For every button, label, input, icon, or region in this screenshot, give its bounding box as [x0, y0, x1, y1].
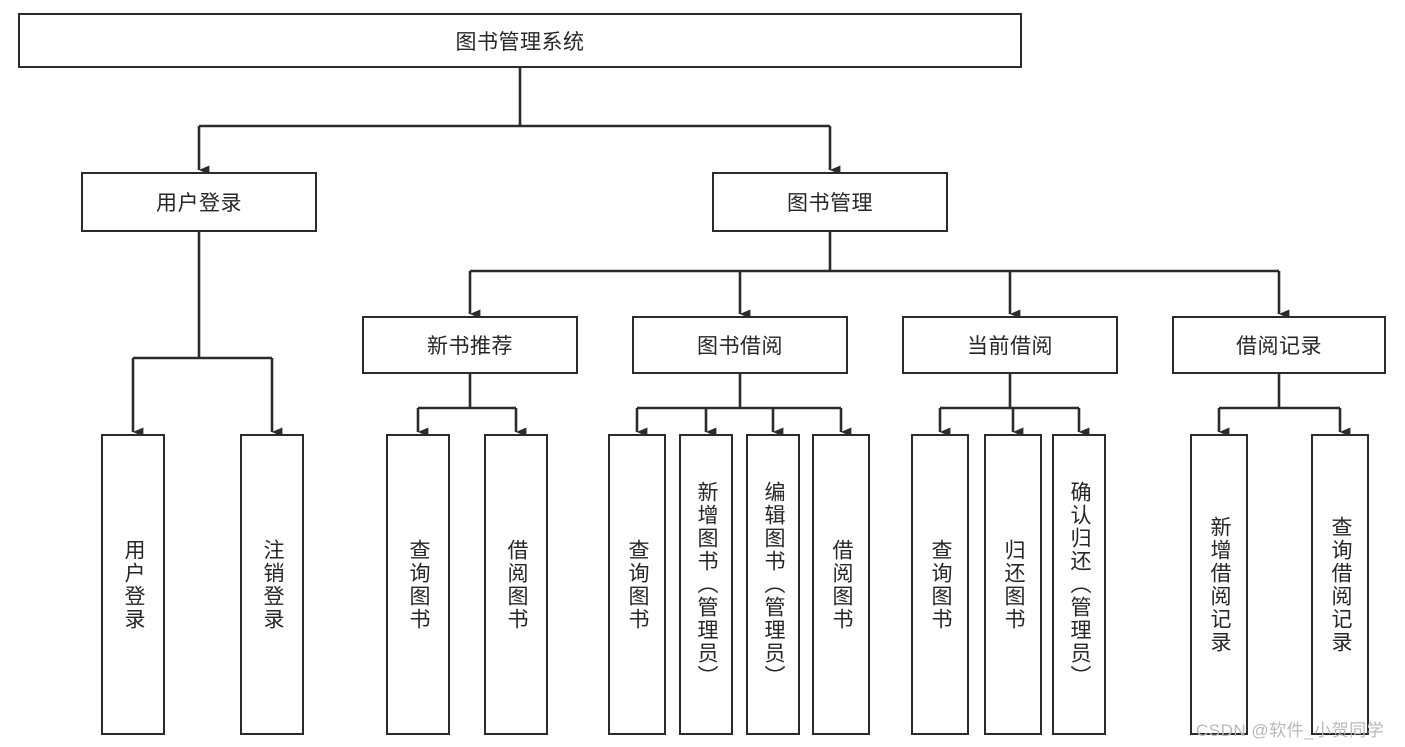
level3-node[interactable]: 借阅记录: [1172, 316, 1386, 374]
node-label: 用户登录: [156, 192, 242, 215]
leaf-node[interactable]: 编辑图书（管理员）: [746, 434, 800, 735]
node-label: 用户登录: [122, 538, 146, 631]
node-label: 确认归还（管理员）: [1068, 481, 1092, 688]
node-label: 编辑图书（管理员）: [762, 481, 786, 688]
leaf-node[interactable]: 查询图书: [608, 434, 666, 735]
node-label: 查询图书: [626, 538, 650, 631]
leaf-node[interactable]: 注销登录: [240, 434, 304, 735]
leaf-node[interactable]: 借阅图书: [484, 434, 548, 735]
node-label: 归还图书: [1002, 538, 1026, 631]
node-label: 借阅图书: [830, 538, 854, 631]
leaf-node[interactable]: 新增图书（管理员）: [679, 434, 733, 735]
level2-node[interactable]: 图书管理: [712, 172, 948, 232]
level2-node[interactable]: 用户登录: [81, 172, 317, 232]
node-label: 图书借阅: [697, 335, 783, 358]
root-node[interactable]: 图书管理系统: [18, 13, 1022, 68]
leaf-node[interactable]: 归还图书: [984, 434, 1042, 735]
leaf-node[interactable]: 确认归还（管理员）: [1052, 434, 1106, 735]
node-label: 借阅记录: [1236, 335, 1322, 358]
node-label: 查询图书: [929, 538, 953, 631]
leaf-node[interactable]: 新增借阅记录: [1190, 434, 1248, 735]
node-label: 新增借阅记录: [1208, 515, 1232, 654]
leaf-node[interactable]: 查询图书: [911, 434, 969, 735]
csdn-watermark: CSDN @软件_小贺同学: [1196, 721, 1385, 740]
node-label: 图书管理: [787, 192, 873, 215]
node-label: 查询图书: [407, 538, 431, 631]
node-label: 当前借阅: [967, 335, 1053, 358]
leaf-node[interactable]: 查询图书: [386, 434, 450, 735]
node-label: 图书管理系统: [455, 30, 585, 54]
leaf-node[interactable]: 借阅图书: [812, 434, 870, 735]
leaf-node[interactable]: 查询借阅记录: [1311, 434, 1369, 735]
leaf-node[interactable]: 用户登录: [101, 434, 165, 735]
level3-node[interactable]: 图书借阅: [632, 316, 848, 374]
node-label: 借阅图书: [505, 538, 529, 631]
level3-node[interactable]: 当前借阅: [902, 316, 1118, 374]
node-label: 新书推荐: [427, 335, 513, 358]
connector-lines: [131, 68, 1351, 437]
node-label: 查询借阅记录: [1329, 515, 1353, 654]
level3-node[interactable]: 新书推荐: [362, 316, 578, 374]
node-label: 注销登录: [261, 538, 285, 631]
node-label: 新增图书（管理员）: [695, 481, 719, 688]
